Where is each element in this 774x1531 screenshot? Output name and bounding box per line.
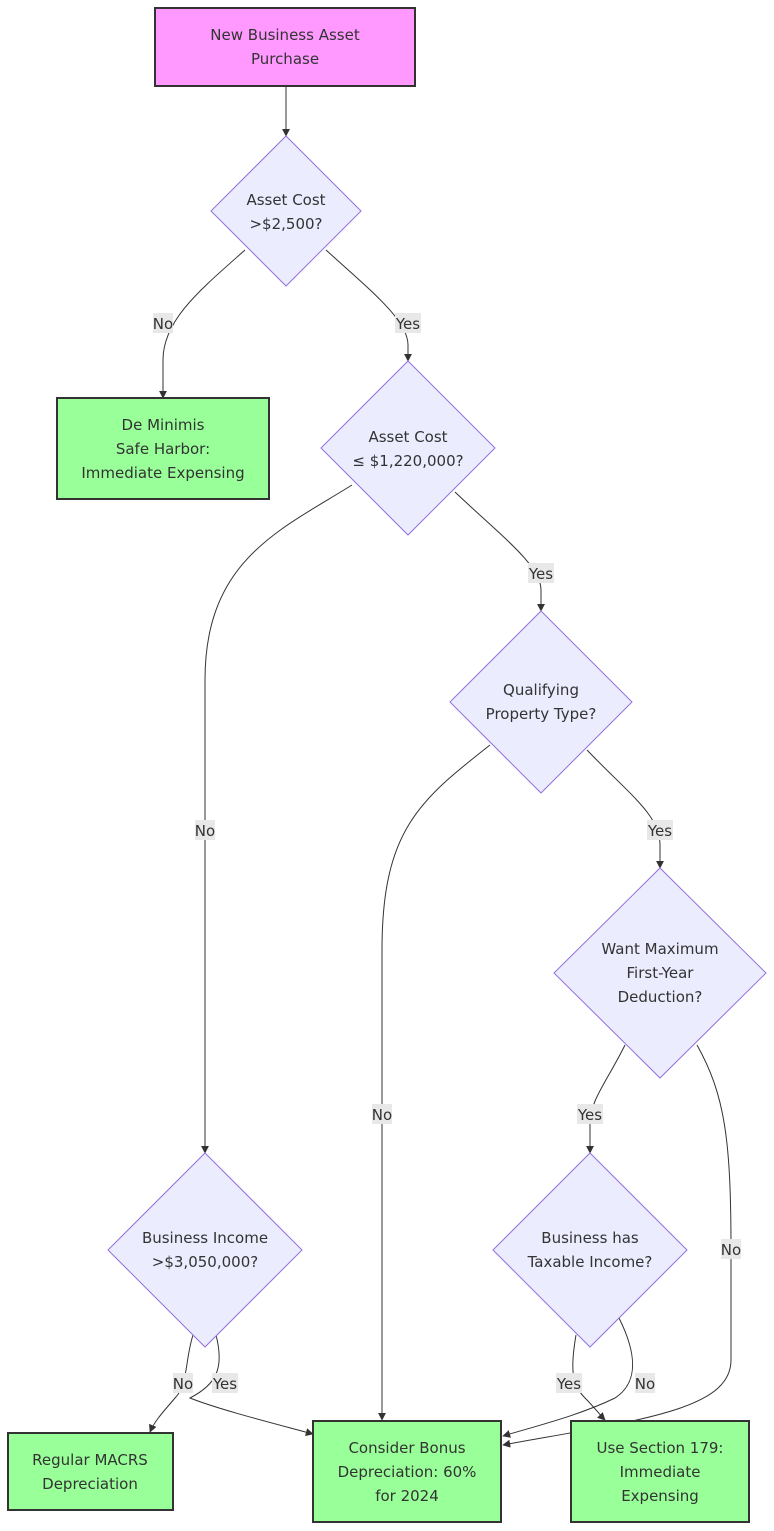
edge-label-cost-no: No — [153, 313, 173, 333]
edge-label-taxable-no: No — [635, 1373, 655, 1393]
decision-asset-cost-1220000: Asset Cost ≤ $1,220,000? — [320, 360, 496, 536]
svg-text:Yes: Yes — [556, 1375, 581, 1393]
decision-max-deduction: Want Maximum First-Year Deduction? — [553, 867, 767, 1079]
decision-qualifying-property-line-1: Qualifying — [503, 681, 579, 699]
edge-taxable-yes — [572, 1334, 606, 1421]
node-bonus-depreciation-line-1: Consider Bonus — [348, 1439, 465, 1457]
edge-income-no — [149, 1334, 194, 1433]
decision-taxable-income-line-1: Business has — [541, 1229, 639, 1247]
edge-label-cost2-no: No — [195, 820, 215, 840]
node-regular-macrs-line-1: Regular MACRS — [32, 1451, 148, 1469]
node-bonus-depreciation-line-3: for 2024 — [375, 1487, 439, 1505]
decision-business-income-line-2: >$3,050,000? — [152, 1253, 258, 1271]
edge-label-qual-no: No — [372, 1104, 392, 1124]
decision-asset-cost-2500: Asset Cost >$2,500? — [210, 135, 362, 287]
node-bonus-depreciation-line-2: Depreciation: 60% — [338, 1463, 477, 1481]
edge-label-taxable-yes: Yes — [556, 1373, 582, 1393]
edge-cost2-no — [201, 484, 353, 1154]
node-de-minimis-line-3: Immediate Expensing — [81, 464, 244, 482]
decision-business-income-line-1: Business Income — [142, 1229, 268, 1247]
edge-label-qual-yes: Yes — [647, 820, 673, 840]
svg-text:No: No — [635, 1375, 655, 1393]
svg-text:Yes: Yes — [212, 1375, 237, 1393]
edge-label-cost2-yes: Yes — [528, 563, 554, 583]
svg-text:Yes: Yes — [528, 565, 553, 583]
decision-asset-cost-2500-line-2: >$2,500? — [249, 215, 322, 233]
node-section-179-line-1: Use Section 179: — [597, 1439, 724, 1457]
decision-qualifying-property-line-2: Property Type? — [486, 705, 597, 723]
node-start-line-1: New Business Asset — [210, 26, 360, 44]
node-regular-macrs: Regular MACRS Depreciation — [7, 1432, 174, 1511]
svg-text:Yes: Yes — [647, 822, 672, 840]
edge-label-income-no: No — [173, 1373, 193, 1393]
node-start: New Business Asset Purchase — [154, 7, 416, 87]
edge-label-max-no: No — [721, 1239, 741, 1259]
edge-label-income-yes: Yes — [212, 1373, 238, 1393]
node-de-minimis-line-2: Safe Harbor: — [116, 440, 210, 458]
decision-max-deduction-line-3: Deduction? — [618, 988, 703, 1006]
edge-qual-yes — [586, 749, 664, 869]
node-section-179: Use Section 179: Immediate Expensing — [570, 1420, 750, 1523]
svg-text:No: No — [195, 822, 215, 840]
svg-text:No: No — [721, 1241, 741, 1259]
decision-taxable-income-line-2: Taxable Income? — [527, 1253, 653, 1271]
svg-text:No: No — [372, 1106, 392, 1124]
decision-taxable-income: Business has Taxable Income? — [492, 1152, 688, 1348]
edge-cost-no — [159, 249, 246, 399]
edges — [149, 86, 732, 1448]
edge-label-cost-yes: Yes — [395, 313, 421, 333]
node-de-minimis-line-1: De Minimis — [122, 416, 205, 434]
svg-text:No: No — [173, 1375, 193, 1393]
edge-income-yes — [188, 1334, 314, 1436]
svg-text:Yes: Yes — [395, 315, 420, 333]
edge-taxable-no — [502, 1317, 633, 1438]
svg-text:Yes: Yes — [577, 1106, 602, 1124]
decision-asset-cost-1220000-line-1: Asset Cost — [368, 428, 447, 446]
edge-cost-yes — [325, 249, 412, 362]
edge-cost2-yes — [454, 491, 545, 612]
edge-qual-no — [378, 744, 491, 1421]
edge-max-yes — [586, 1044, 626, 1154]
edge-labels: No Yes Yes No Yes No Yes No — [153, 313, 741, 1393]
node-bonus-depreciation: Consider Bonus Depreciation: 60% for 202… — [312, 1420, 502, 1523]
decision-business-income: Business Income >$3,050,000? — [107, 1152, 303, 1348]
node-de-minimis: De Minimis Safe Harbor: Immediate Expens… — [56, 397, 270, 500]
svg-text:No: No — [153, 315, 173, 333]
decision-max-deduction-line-2: First-Year — [627, 964, 695, 982]
node-regular-macrs-line-2: Depreciation — [42, 1475, 138, 1493]
decision-qualifying-property: Qualifying Property Type? — [449, 610, 633, 794]
node-section-179-line-3: Expensing — [621, 1487, 699, 1505]
decision-asset-cost-2500-line-1: Asset Cost — [246, 191, 325, 209]
edge-label-max-yes: Yes — [577, 1104, 603, 1124]
node-start-line-2: Purchase — [251, 50, 319, 68]
node-section-179-line-2: Immediate — [620, 1463, 701, 1481]
decision-max-deduction-line-1: Want Maximum — [601, 940, 718, 958]
decision-asset-cost-1220000-line-2: ≤ $1,220,000? — [352, 452, 463, 470]
